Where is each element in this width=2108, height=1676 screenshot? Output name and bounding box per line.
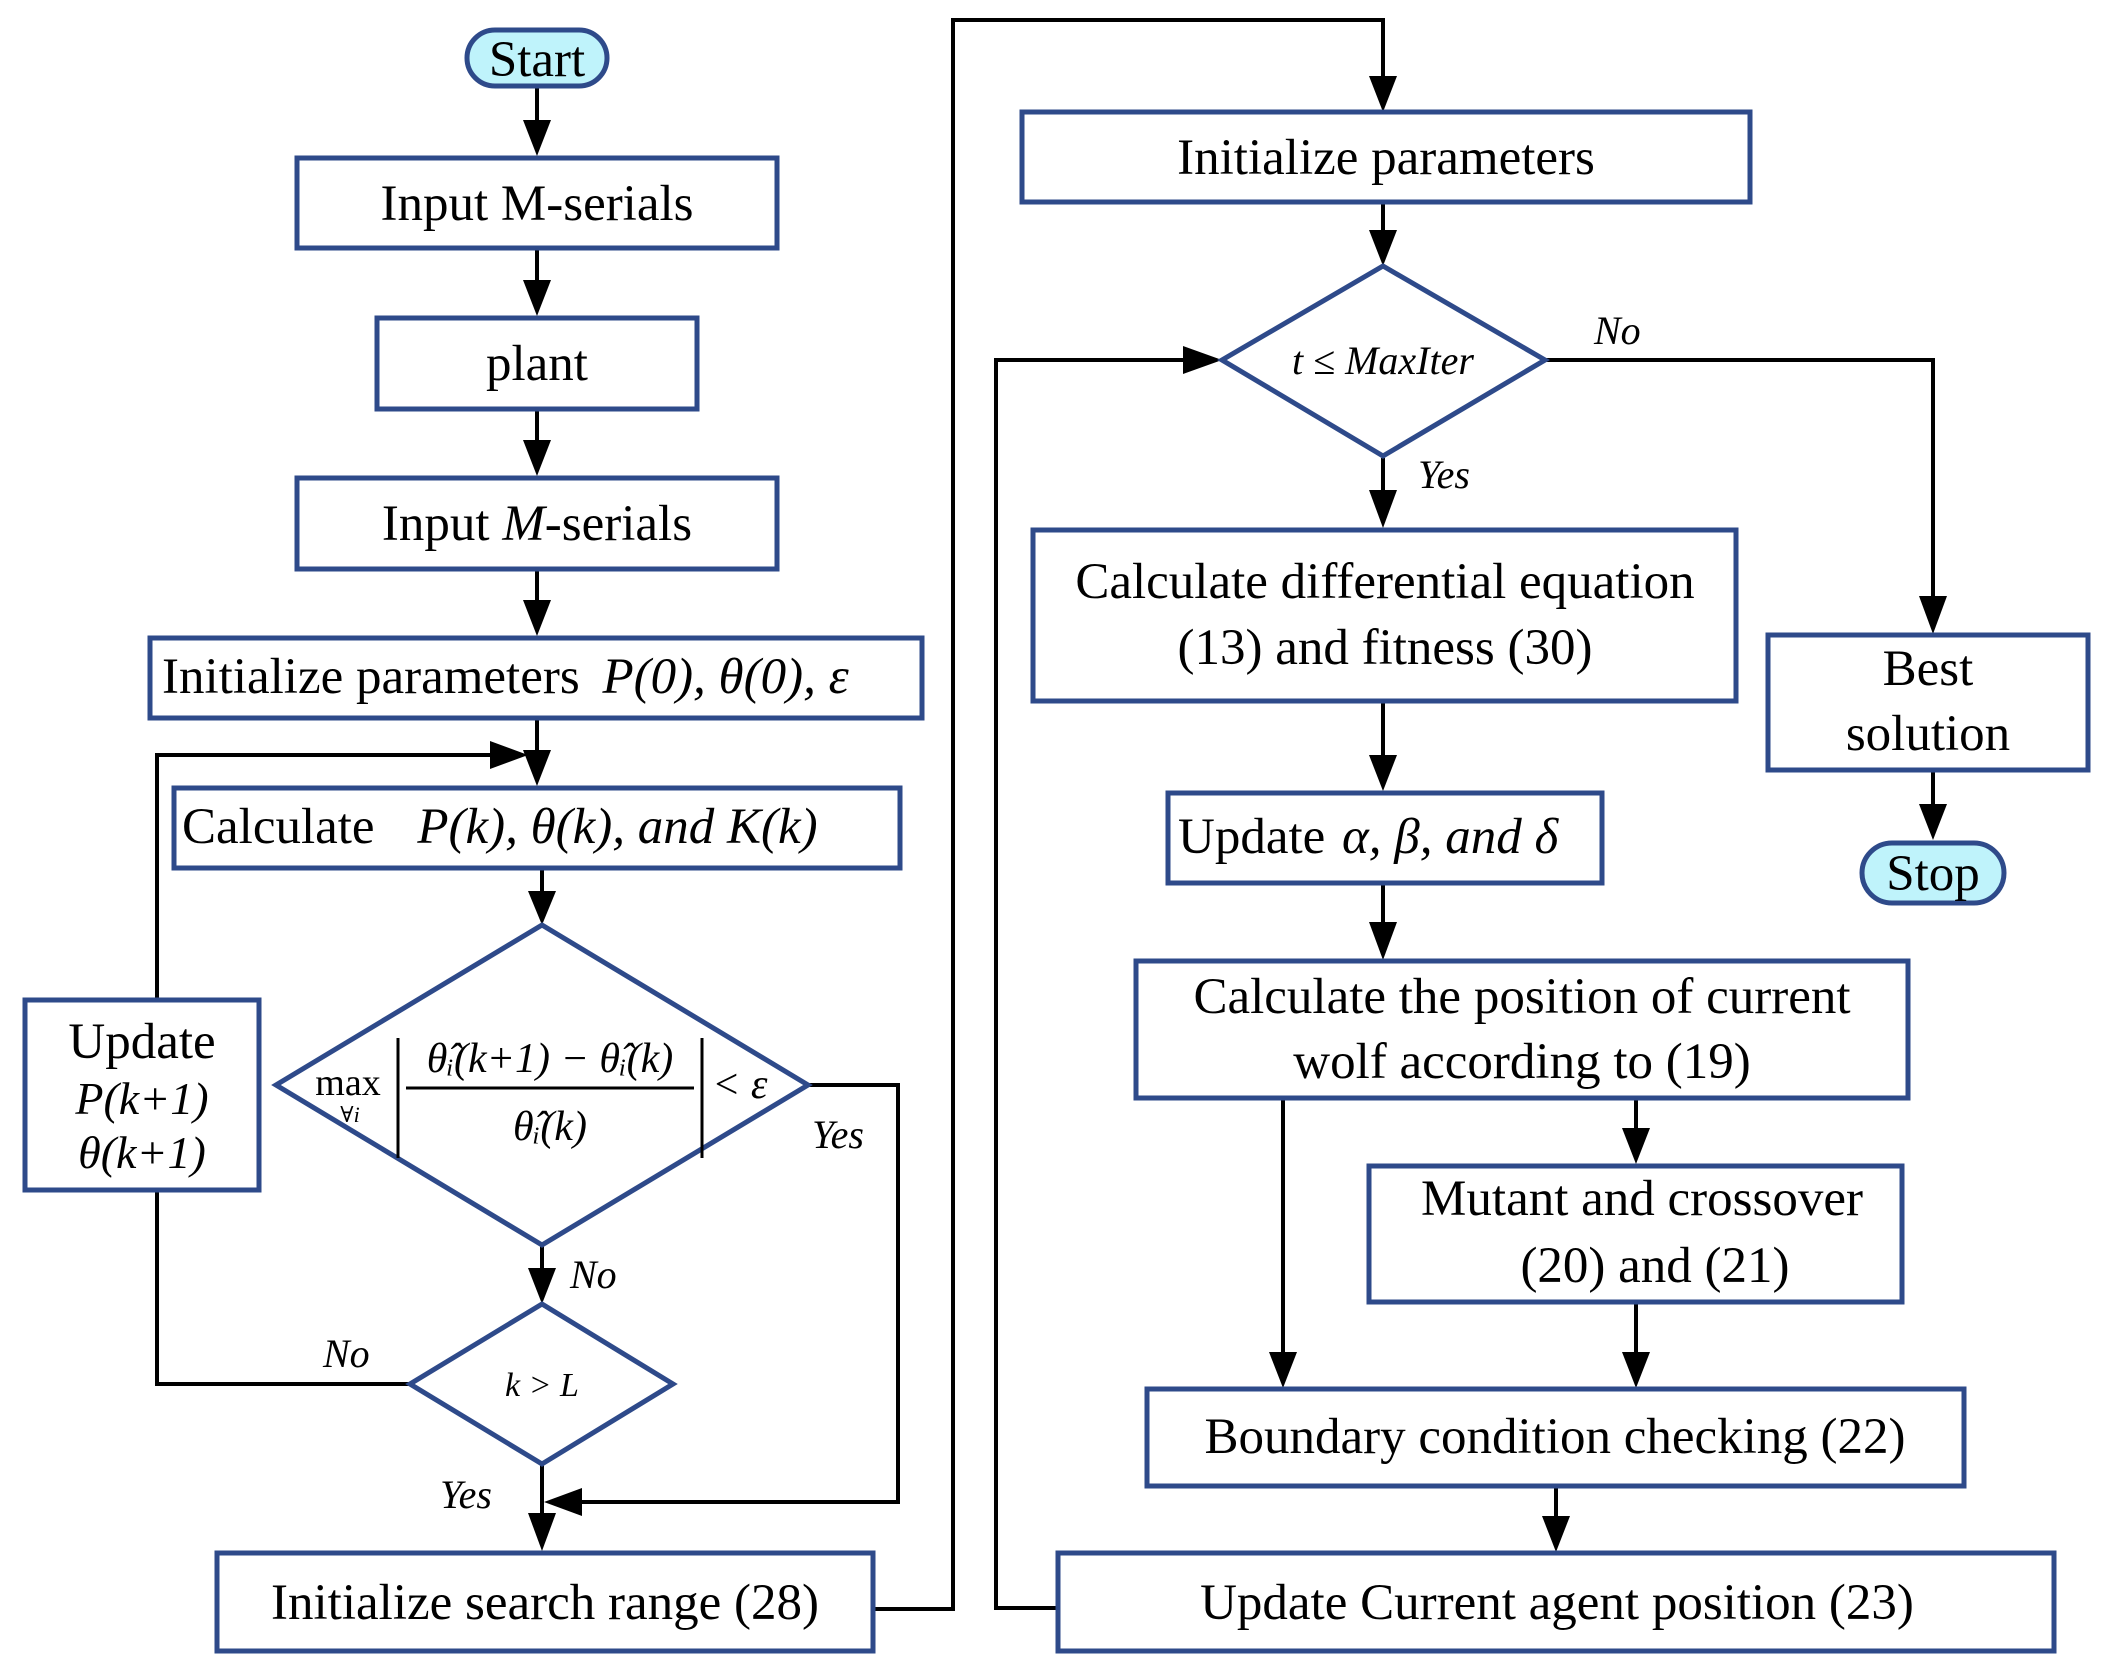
k-limit-yes-label: Yes	[440, 1472, 492, 1517]
iteration-label: t ≤ MaxIter	[1292, 338, 1474, 383]
input-m-serials-2-label: Input M-serials	[382, 496, 692, 552]
best-solution-line1: Best	[1883, 641, 1974, 697]
k-limit-decision: k > L	[405, 1301, 678, 1467]
update-abd-box: Update α, β, and δ	[1165, 790, 1605, 886]
start-terminal: Start	[464, 27, 610, 89]
input-m-serials-box: Input M-serials	[294, 155, 780, 251]
stop-label: Stop	[1886, 846, 1980, 902]
calc-position-box: Calculate the position of current wolf a…	[1133, 958, 1911, 1101]
init-params-right-label: Initialize parameters	[1177, 130, 1595, 186]
init-search-range-label: Initialize search range (28)	[271, 1575, 819, 1631]
calc-position-line2: wolf according to (19)	[1293, 1034, 1750, 1090]
max-operator: max	[315, 1062, 380, 1104]
input-m-serials-label: Input M-serials	[380, 176, 693, 232]
update-abd-label: Update α, β, and δ	[1178, 809, 1559, 865]
convergence-decision: max ∀i θ̂ᵢ(k+1) − θ̂ᵢ(k) θ̂ᵢ(k) < ε	[271, 922, 813, 1248]
boundary-check-label: Boundary condition checking (22)	[1204, 1409, 1905, 1465]
epsilon-comparison: < ε	[712, 1062, 768, 1108]
calculate-box: Calculate P(k), θ(k), and K(k)	[171, 785, 903, 871]
init-params-left-box: Initialize parameters P(0), θ(0), ε	[147, 635, 925, 721]
calculate-label: Calculate P(k), θ(k), and K(k)	[182, 799, 818, 855]
fraction-denominator: θ̂ᵢ(k)	[513, 1104, 587, 1150]
fraction-numerator: θ̂ᵢ(k+1) − θ̂ᵢ(k)	[427, 1036, 673, 1082]
connectors	[155, 18, 1947, 1611]
boundary-check-box: Boundary condition checking (22)	[1144, 1386, 1967, 1489]
calc-position-line1: Calculate the position of current	[1193, 969, 1850, 1025]
input-m-serials-box-2: Input M-serials	[294, 475, 780, 572]
best-solution-box: Best solution	[1765, 632, 2091, 773]
stop-terminal: Stop	[1859, 840, 2007, 906]
calc-diff-eq-line2: (13) and fitness (30)	[1178, 620, 1593, 676]
plant-box: plant	[374, 315, 700, 412]
best-solution-line2: solution	[1846, 706, 2010, 762]
init-params-right-box: Initialize parameters	[1019, 109, 1753, 205]
calc-diff-eq-line1: Calculate differential equation	[1075, 554, 1694, 610]
plant-label: plant	[486, 336, 588, 392]
max-subscript: ∀i	[340, 1102, 359, 1127]
init-params-left-label: Initialize parameters P(0), θ(0), ε	[162, 649, 850, 705]
mutant-crossover-box: Mutant and crossover (20) and (21)	[1366, 1163, 1905, 1305]
mutant-crossover-line1: Mutant and crossover	[1421, 1171, 1863, 1227]
update-agent-box: Update Current agent position (23)	[1055, 1550, 2057, 1654]
iteration-no-label: No	[1593, 308, 1641, 353]
calc-diff-eq-box: Calculate differential equation (13) and…	[1030, 527, 1739, 704]
update-left-line2: P(k+1)	[74, 1073, 208, 1124]
k-limit-no-label: No	[322, 1331, 370, 1376]
start-label: Start	[489, 32, 585, 88]
update-left-box: Update P(k+1) θ(k+1)	[22, 997, 262, 1193]
update-left-line3: θ(k+1)	[78, 1127, 206, 1178]
mutant-crossover-line2: (20) and (21)	[1520, 1238, 1789, 1294]
update-agent-label: Update Current agent position (23)	[1200, 1575, 1914, 1631]
k-limit-label: k > L	[505, 1367, 579, 1404]
init-search-range-box: Initialize search range (28)	[214, 1550, 876, 1654]
convergence-yes-label: Yes	[812, 1112, 864, 1157]
iteration-yes-label: Yes	[1418, 452, 1470, 497]
update-left-line1: Update	[68, 1014, 215, 1070]
iteration-decision: t ≤ MaxIter	[1217, 263, 1550, 459]
convergence-no-label: No	[569, 1252, 617, 1297]
